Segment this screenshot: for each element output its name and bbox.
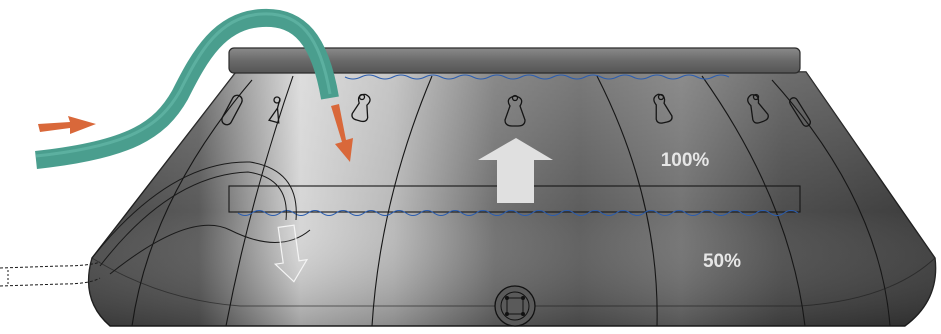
water-line-full	[344, 74, 730, 80]
panel-seams	[131, 75, 891, 327]
strap-loop-icon	[788, 97, 812, 127]
strap-loop-icon	[268, 96, 281, 124]
label-full-level: 100%	[661, 150, 710, 171]
strap-loops	[221, 93, 812, 127]
water-line-half	[237, 210, 799, 216]
valve-icon	[494, 285, 536, 327]
drain-hose	[0, 161, 311, 287]
fill-hose	[35, 8, 339, 169]
strap-loop-icon	[221, 94, 243, 126]
strap-loop-icon	[504, 94, 526, 127]
arrow-right-icon	[38, 116, 96, 134]
arrow-down-outline-icon	[273, 224, 309, 283]
label-half-level: 50%	[703, 251, 741, 272]
arrow-down-icon	[331, 104, 353, 162]
strap-loop-icon	[747, 93, 769, 124]
strap-loop-icon	[351, 93, 371, 123]
strap-loop-icon	[653, 93, 673, 124]
arrow-up-icon	[478, 138, 553, 203]
top-rim	[228, 47, 801, 74]
